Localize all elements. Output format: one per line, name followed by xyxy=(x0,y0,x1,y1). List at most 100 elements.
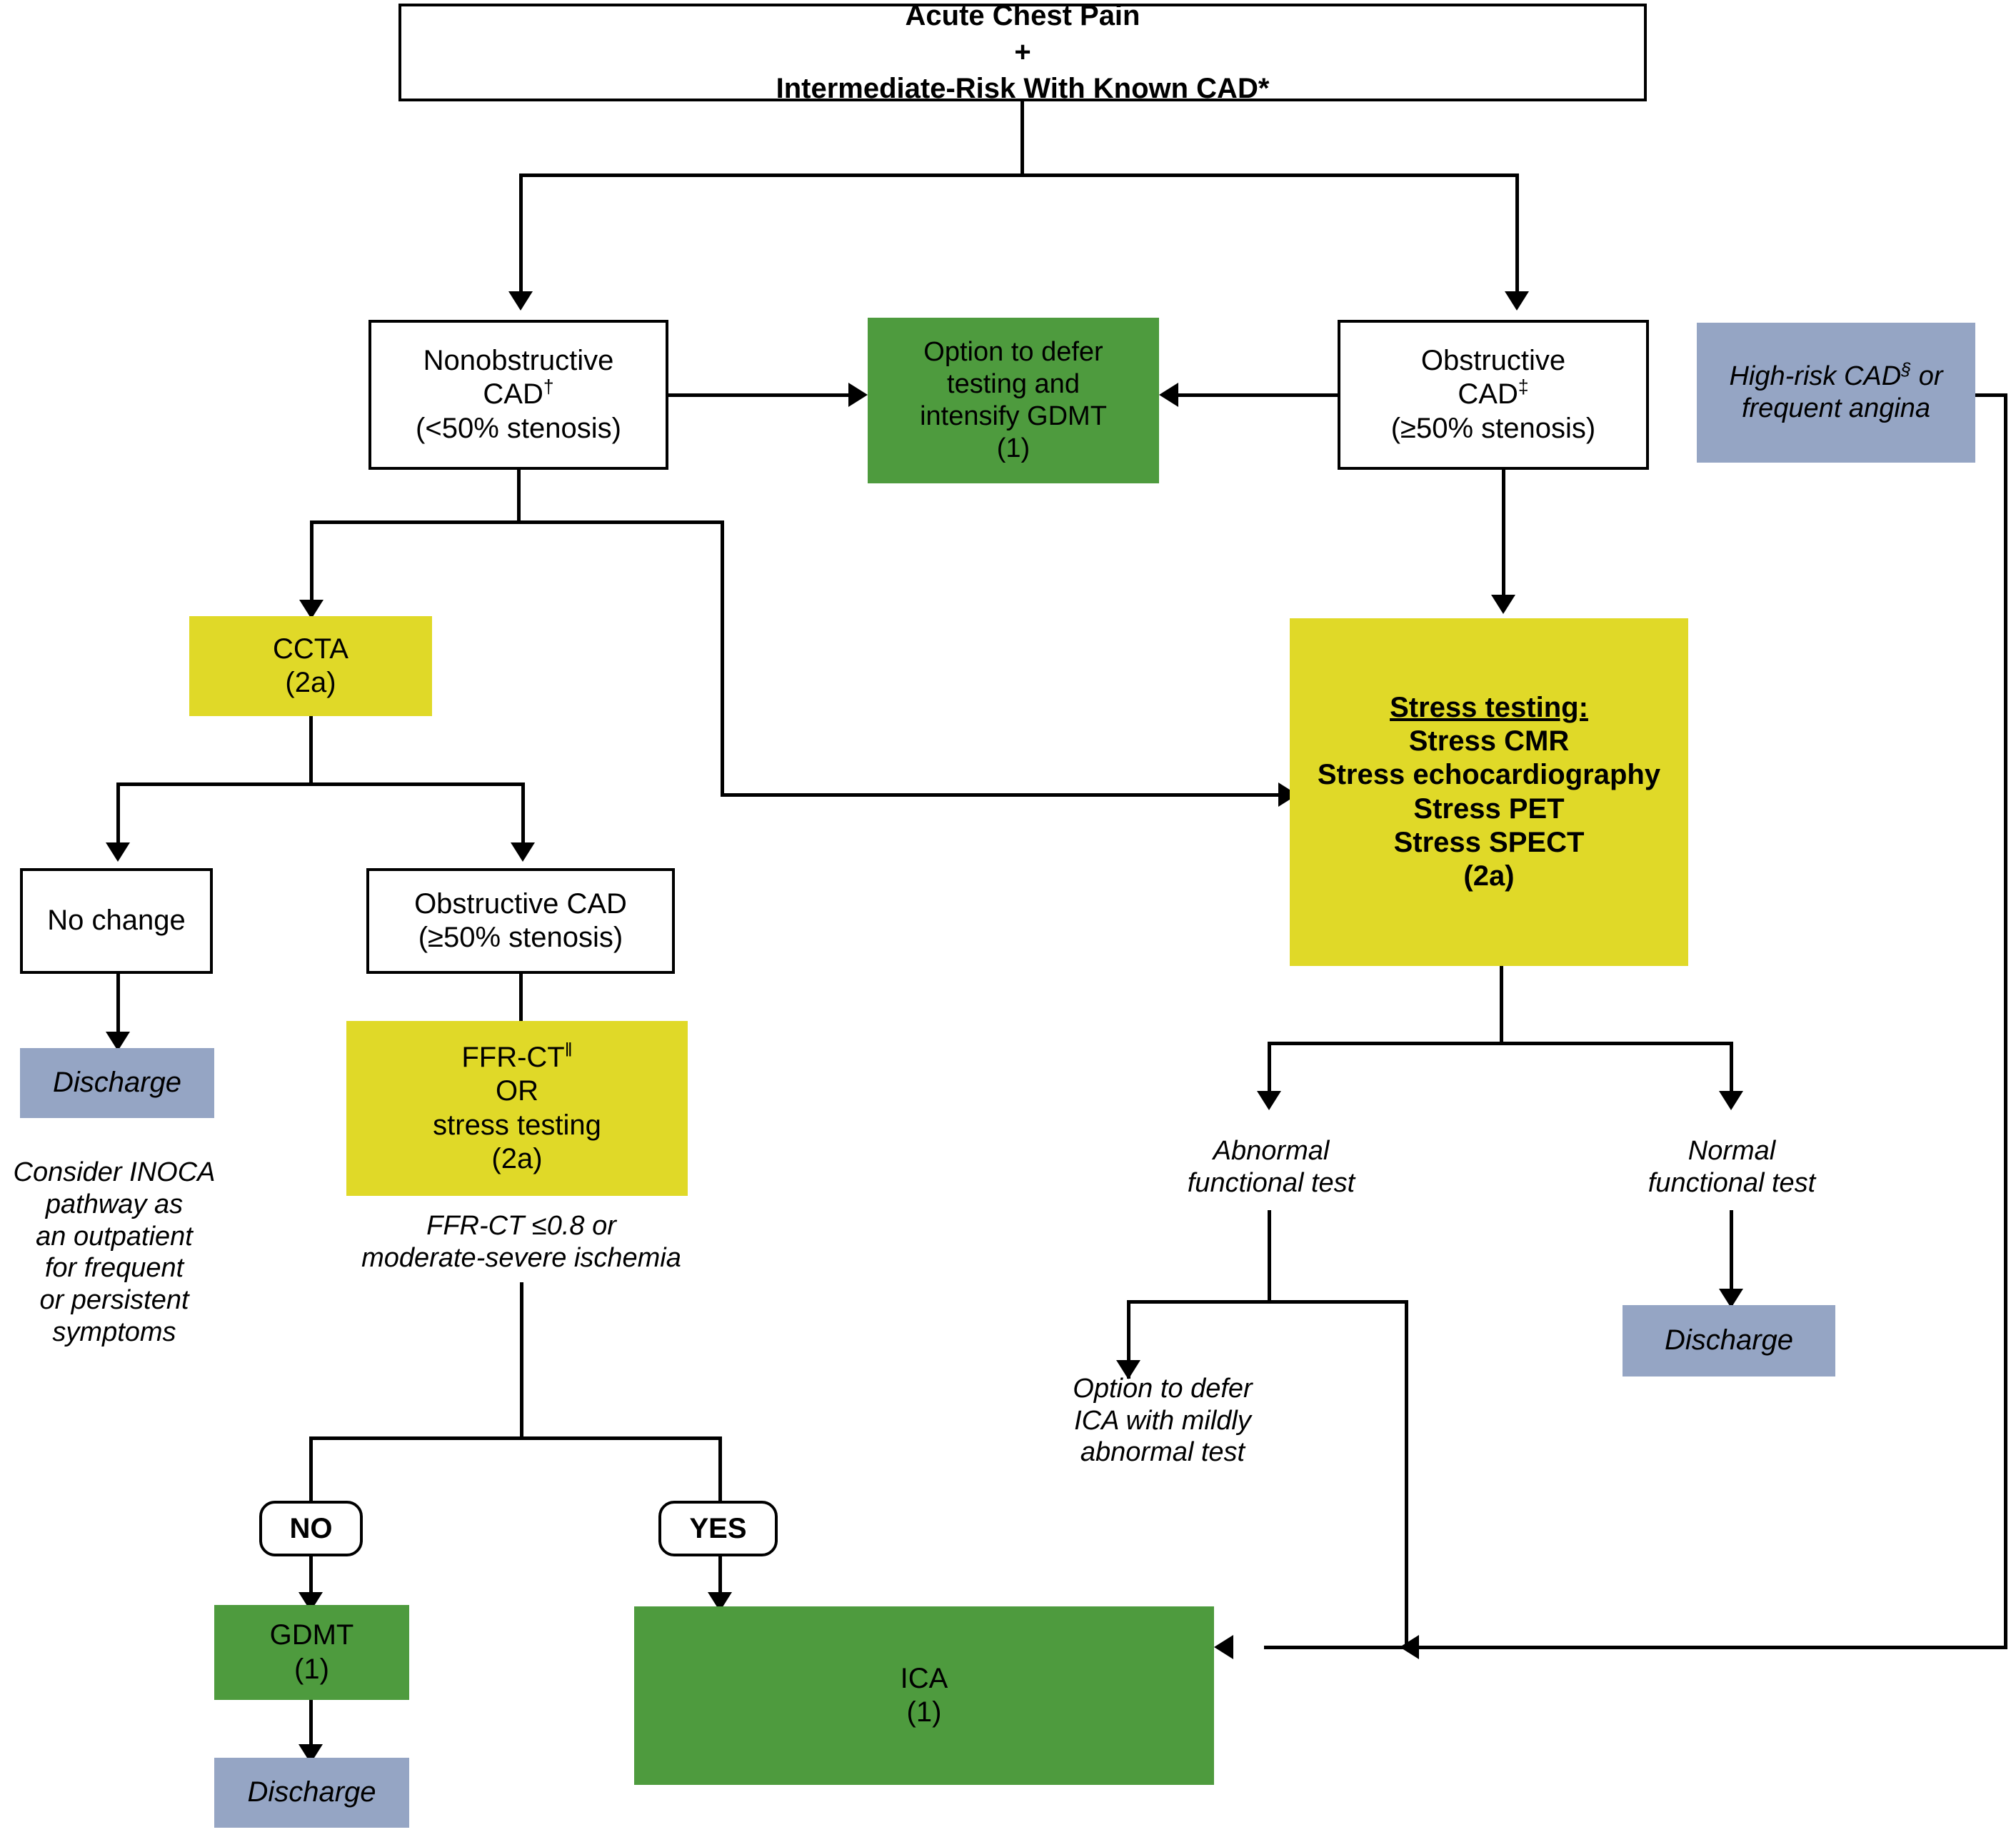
high-risk-line2: frequent angina xyxy=(1741,393,1931,423)
normal-line1: Normal xyxy=(1687,1136,1776,1167)
stress-line2: Stress echocardiography xyxy=(1317,759,1661,791)
node-defer-testing-gdmt: Option to defer testing and intensify GD… xyxy=(868,318,1159,483)
ffrct-line4: (2a) xyxy=(491,1142,543,1174)
defer-line4: (1) xyxy=(996,433,1030,463)
arrow-into-ica-right xyxy=(1214,1635,1233,1659)
obstructive2-line2: (≥50% stenosis) xyxy=(418,922,623,953)
arrow-into-ica-far-right xyxy=(1400,1635,1419,1659)
node-ica: ICA (1) xyxy=(634,1606,1214,1785)
discharge-right-label: Discharge xyxy=(1664,1324,1794,1357)
connector-to-no-pill xyxy=(309,1436,313,1504)
obstructive2-line1: Obstructive CAD xyxy=(414,887,627,920)
connector-gdmt-to-discharge xyxy=(309,1700,313,1761)
gdmt-line2: (1) xyxy=(294,1653,329,1685)
connector-to-obstructive2 xyxy=(521,782,525,845)
discharge-left-label: Discharge xyxy=(52,1067,182,1099)
pill-no-label: NO xyxy=(289,1512,333,1544)
node-ffrct-or-stress: FFR-CT‖ OR stress testing (2a) xyxy=(346,1021,688,1196)
connector-obstructive2-to-ffrct xyxy=(519,974,523,1044)
abnormal-line1: Abnormal xyxy=(1213,1136,1330,1167)
stress-heading: Stress testing: xyxy=(1390,691,1588,723)
connector-to-ccta xyxy=(310,520,314,603)
connector-abnormal-split xyxy=(1127,1300,1408,1304)
stress-line3: Stress PET xyxy=(1413,792,1565,825)
label-abnormal-functional-test: Abnormal functional test xyxy=(1128,1128,1414,1207)
section-marker: § xyxy=(1901,359,1912,380)
inoca-line6: symptoms xyxy=(52,1317,176,1348)
connector-yesno-split xyxy=(309,1436,722,1440)
connector-stress-stem xyxy=(1500,966,1503,1045)
pill-yes-label: YES xyxy=(689,1512,747,1544)
pill-decision-no[interactable]: NO xyxy=(259,1501,363,1556)
node-no-change: No change xyxy=(20,868,213,974)
connector-threshold-stem xyxy=(520,1282,523,1439)
arrow-to-defer-ica-note xyxy=(1116,1360,1140,1379)
ffrct-line3: stress testing xyxy=(433,1109,601,1141)
defer-line1: Option to defer xyxy=(923,337,1103,368)
node-gdmt: GDMT (1) xyxy=(214,1605,409,1700)
connector-nonobstructive-stem xyxy=(517,470,521,523)
connector-root-left-drop xyxy=(519,173,523,295)
inoca-line5: or persistent xyxy=(39,1285,189,1316)
arrow-into-ccta xyxy=(299,600,324,619)
connector-highrisk-down xyxy=(2004,393,2007,1649)
node-stress-testing: Stress testing: Stress CMR Stress echoca… xyxy=(1290,618,1688,966)
connector-no-to-gdmt xyxy=(309,1556,313,1608)
arrow-to-obstructive xyxy=(1505,291,1529,311)
ccta-line2: (2a) xyxy=(285,667,336,698)
dagger-marker: † xyxy=(543,376,554,398)
connector-to-yes-pill xyxy=(718,1436,722,1504)
ffrct-line1: FFR-CT‖ xyxy=(461,1039,573,1074)
connector-nonobstructive-split xyxy=(310,520,724,524)
connector-root-split xyxy=(519,173,1519,177)
connector-highrisk-to-ica xyxy=(1264,1646,2007,1649)
defer-ica-line1: Option to defer xyxy=(1073,1373,1253,1404)
connector-root-right-drop xyxy=(1515,173,1519,295)
connector-yes-to-ica xyxy=(718,1556,722,1608)
connector-abnormal-stem xyxy=(1268,1210,1271,1303)
defer-ica-line2: ICA with mildly xyxy=(1074,1405,1251,1436)
node-obstructive-cad: Obstructive CAD‡ (≥50% stenosis) xyxy=(1338,320,1649,470)
node-high-risk-cad: High-risk CAD§ or frequent angina xyxy=(1697,323,1975,463)
label-normal-functional-test: Normal functional test xyxy=(1589,1128,1875,1207)
connector-highrisk-stub xyxy=(1975,393,2007,397)
node-discharge-bottom: Discharge xyxy=(214,1758,409,1828)
connector-to-abnormal xyxy=(1268,1042,1271,1094)
arrow-into-stress-top xyxy=(1491,595,1515,614)
node-ccta: CCTA (2a) xyxy=(189,616,432,716)
pill-decision-yes[interactable]: YES xyxy=(658,1501,778,1556)
defer-line2: testing and xyxy=(947,369,1080,400)
nochange-label: No change xyxy=(47,905,186,937)
parallel-marker: ‖ xyxy=(564,1039,573,1061)
discharge-bottom-label: Discharge xyxy=(247,1776,376,1808)
nonobstructive-line3: (<50% stenosis) xyxy=(416,412,621,444)
high-risk-line1: High-risk CAD§ or xyxy=(1729,359,1943,392)
ffrct-note-line1: FFR-CT ≤0.8 or xyxy=(426,1211,616,1242)
connector-nochange-to-discharge xyxy=(116,974,120,1047)
arrow-into-defer-right xyxy=(1159,383,1178,407)
connector-nonobstructive-to-stress xyxy=(721,793,1288,797)
ffrct-note-line2: moderate-severe ischemia xyxy=(361,1243,681,1273)
connector-nonobstructive-to-defer xyxy=(668,393,848,397)
arrow-into-normal xyxy=(1719,1091,1743,1110)
defer-line3: intensify GDMT xyxy=(920,401,1107,431)
defer-ica-line3: abnormal test xyxy=(1080,1437,1245,1468)
connector-ccta-stem xyxy=(309,716,313,785)
connector-stress-split xyxy=(1268,1042,1733,1045)
arrow-into-obstructive2 xyxy=(511,842,535,862)
connector-to-normal xyxy=(1730,1042,1733,1094)
arrow-into-abnormal xyxy=(1257,1091,1281,1110)
ffrct-line2: OR xyxy=(496,1075,538,1107)
nonobstructive-line2: CAD† xyxy=(483,376,554,411)
root-line3: Intermediate-Risk With Known CAD* xyxy=(776,73,1270,105)
connector-ccta-split xyxy=(116,782,525,786)
connector-abnormal-right-down xyxy=(1405,1300,1408,1649)
inoca-line2: pathway as xyxy=(45,1189,184,1219)
normal-line2: functional test xyxy=(1648,1168,1816,1198)
connector-nonobstructive-right-down xyxy=(721,520,724,796)
note-inoca-pathway: Consider INOCA pathway as an outpatient … xyxy=(0,1155,229,1426)
inoca-line1: Consider INOCA xyxy=(13,1157,216,1187)
gdmt-line1: GDMT xyxy=(269,1619,354,1651)
connector-root-stem xyxy=(1020,101,1024,176)
nonobstructive-line1: Nonobstructive xyxy=(423,345,614,377)
